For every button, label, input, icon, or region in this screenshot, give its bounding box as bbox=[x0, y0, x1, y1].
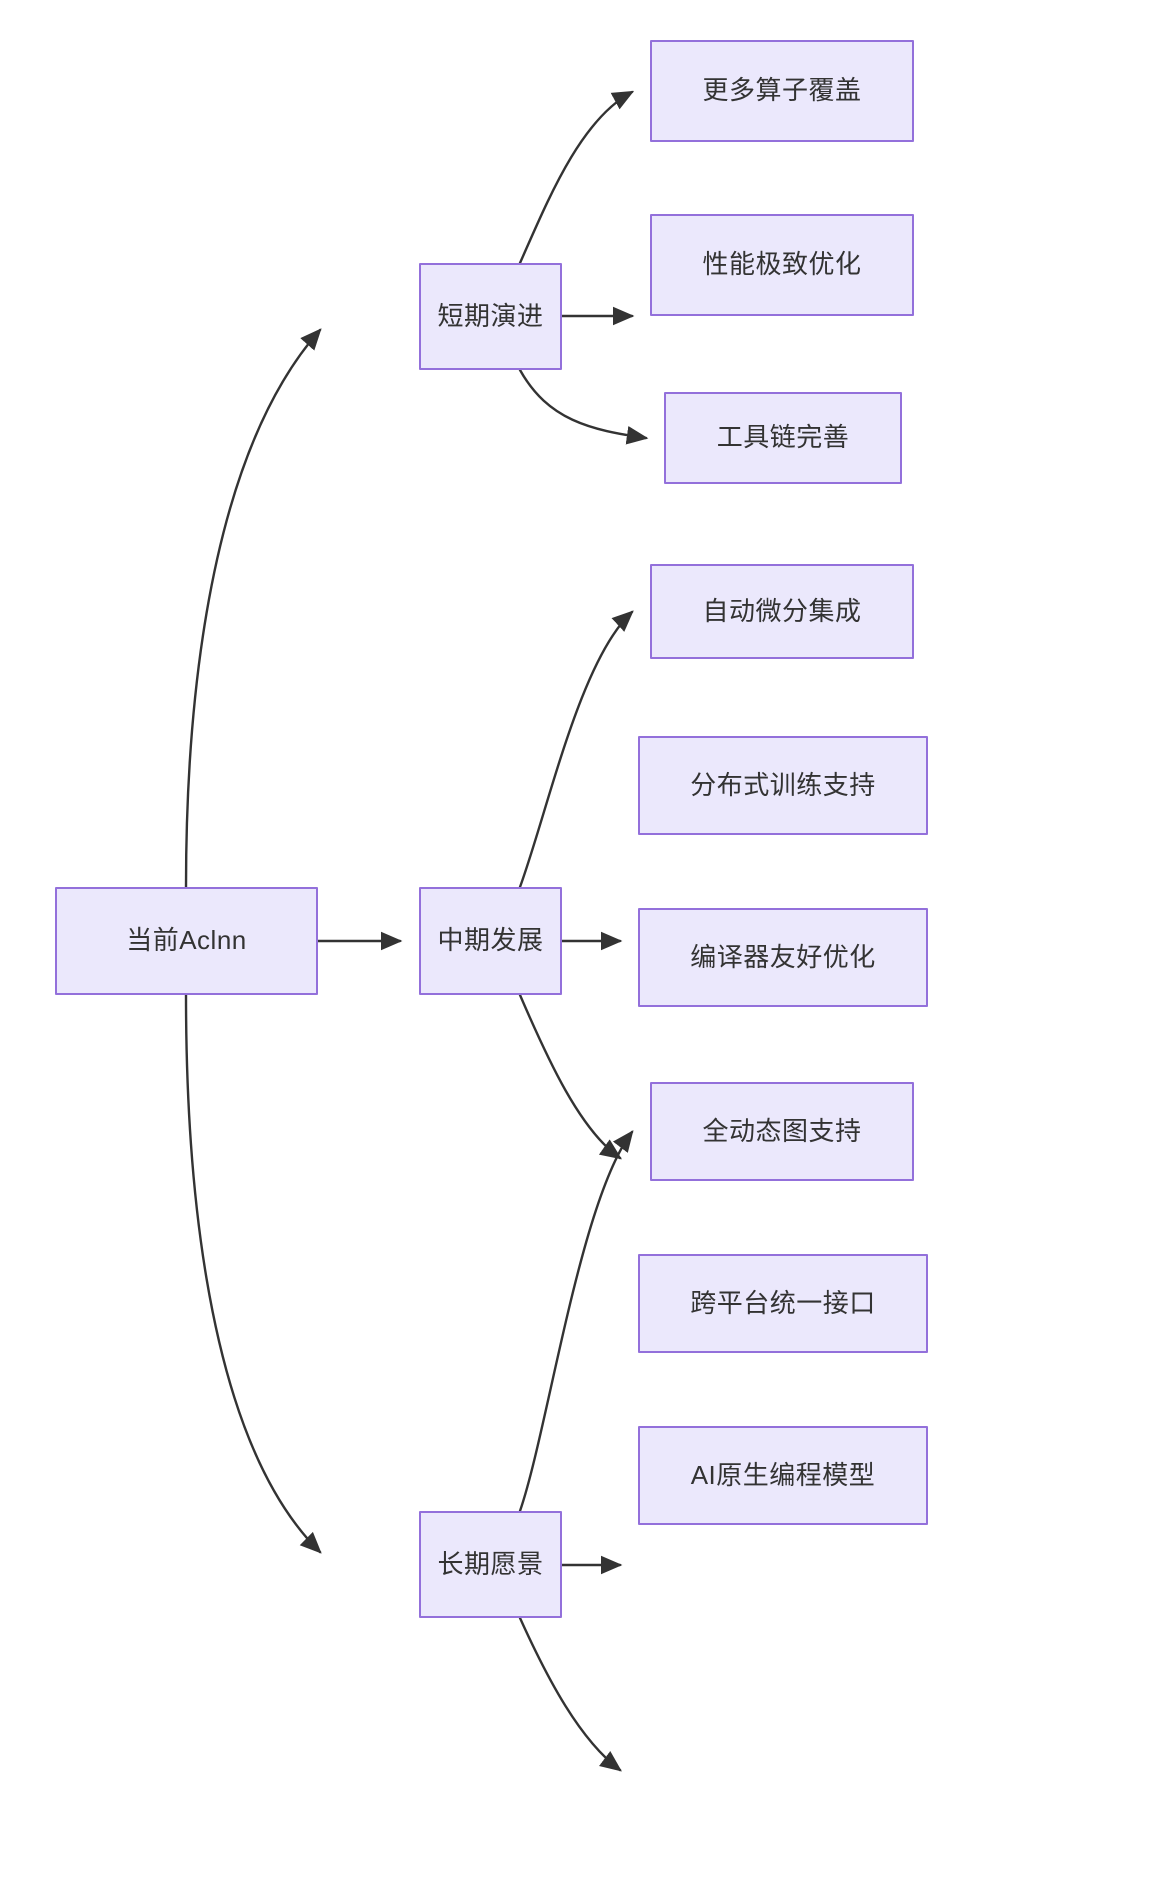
flow-node-s3[interactable]: 工具链完善 bbox=[664, 392, 902, 484]
flow-node-l1[interactable]: 全动态图支持 bbox=[650, 1082, 914, 1181]
flow-node-label: 跨平台统一接口 bbox=[690, 1287, 876, 1318]
flow-node-s1[interactable]: 更多算子覆盖 bbox=[650, 40, 914, 142]
flow-node-mid[interactable]: 中期发展 bbox=[419, 887, 562, 995]
flow-edge-root-to-short bbox=[184, 328, 322, 889]
flow-node-s2[interactable]: 性能极致优化 bbox=[650, 214, 914, 316]
flow-node-label: 全动态图支持 bbox=[702, 1115, 862, 1146]
flow-edge-short-to-s1 bbox=[518, 90, 635, 265]
flow-node-l2[interactable]: 跨平台统一接口 bbox=[638, 1254, 928, 1353]
flow-node-label: 性能极致优化 bbox=[702, 249, 862, 280]
flow-node-label: 工具链完善 bbox=[716, 422, 850, 453]
flow-node-label: 当前Aclnn bbox=[126, 925, 247, 956]
flow-node-m3[interactable]: 编译器友好优化 bbox=[638, 908, 928, 1007]
flow-edge-mid-to-m1 bbox=[518, 610, 634, 889]
flow-edge-short-to-s3 bbox=[518, 368, 649, 445]
flow-node-m1[interactable]: 自动微分集成 bbox=[650, 564, 914, 659]
flow-node-m2[interactable]: 分布式训练支持 bbox=[638, 736, 928, 835]
flow-node-label: AI原生编程模型 bbox=[690, 1459, 876, 1490]
flow-node-label: 长期愿景 bbox=[437, 1548, 544, 1579]
flow-node-root[interactable]: 当前Aclnn bbox=[55, 887, 318, 995]
flow-edge-long-to-l3 bbox=[518, 1616, 622, 1772]
flow-node-label: 自动微分集成 bbox=[702, 595, 862, 626]
flow-node-label: 编译器友好优化 bbox=[690, 941, 876, 972]
flow-node-short[interactable]: 短期演进 bbox=[419, 263, 562, 370]
flow-node-label: 短期演进 bbox=[437, 300, 544, 331]
flow-node-label: 中期发展 bbox=[437, 925, 544, 956]
flow-edge-root-to-long bbox=[184, 993, 322, 1554]
flow-edge-mid-to-m3 bbox=[518, 993, 622, 1160]
flow-node-l3[interactable]: AI原生编程模型 bbox=[638, 1426, 928, 1525]
flow-edge-long-to-l1 bbox=[518, 1130, 634, 1513]
flow-node-long[interactable]: 长期愿景 bbox=[419, 1511, 562, 1618]
flow-node-label: 分布式训练支持 bbox=[690, 769, 876, 800]
flow-node-label: 更多算子覆盖 bbox=[702, 75, 862, 106]
